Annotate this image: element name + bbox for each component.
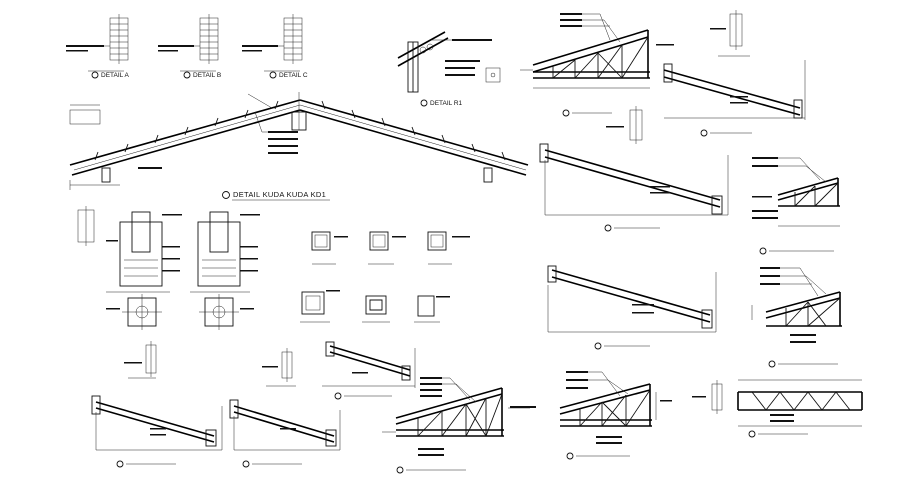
foundation-section-2 <box>190 211 260 293</box>
truss-top-right-a <box>520 13 674 89</box>
column-detail-top-right <box>710 10 750 57</box>
column-detail-center <box>262 348 296 387</box>
column-section-row-1 <box>311 231 470 265</box>
rafter-center-right <box>539 143 729 216</box>
detail-b-label: DETAIL B <box>193 72 221 79</box>
detail-a-marker: DETAIL A <box>91 71 129 79</box>
truss-bottom-center-marker <box>396 466 466 474</box>
detail-b-section <box>158 14 219 72</box>
rafter-top-right-marker <box>700 129 752 137</box>
truss-bottom-right-marker <box>566 452 630 460</box>
detail-c-section <box>242 14 303 72</box>
detail-r1-connection <box>397 31 501 93</box>
foundation-section-1 <box>77 206 182 293</box>
rafter-small-center-marker <box>334 392 392 400</box>
truss-small-right-b-marker <box>768 360 838 368</box>
column-detail-bottom-right <box>692 380 723 414</box>
truss-bottom-right <box>559 371 672 444</box>
detail-a-label: DETAIL A <box>101 72 129 79</box>
rafter-top-right <box>663 60 806 120</box>
detail-kuda-kuda-label: DETAIL KUDA KUDA KD1 <box>233 190 326 199</box>
detail-b-marker: DETAIL B <box>183 71 221 79</box>
detail-c-marker: DETAIL C <box>269 71 308 79</box>
detail-c-label: DETAIL C <box>279 72 308 79</box>
rafter-bottom-left-a <box>91 395 223 451</box>
pile-cap-plan-2 <box>199 294 254 330</box>
column-detail-mid-right <box>606 106 643 144</box>
truss-small-right-a-marker <box>759 247 834 255</box>
rafter-bottom-left-b <box>229 399 341 451</box>
rafter-center-right-marker <box>604 224 660 232</box>
flat-truss-bottom-right <box>737 379 863 427</box>
small-column-detail <box>124 341 157 379</box>
truss-small-right-a <box>752 157 840 227</box>
rafter-bottom-left-a-marker <box>116 460 176 468</box>
rafter-mid-right <box>547 265 717 333</box>
truss-top-right-a-marker <box>562 109 612 117</box>
rafter-bottom-left-b-marker <box>242 460 302 468</box>
detail-r1-label: DETAIL R1 <box>430 100 463 107</box>
main-roof-truss-kd1 <box>69 92 529 190</box>
column-section-row-2 <box>300 290 450 323</box>
truss-small-right-b <box>751 267 842 343</box>
rafter-mid-right-marker <box>594 342 650 350</box>
rafter-small-center <box>322 341 416 388</box>
flat-truss-marker <box>748 430 808 438</box>
pile-cap-plan-1 <box>106 294 162 330</box>
detail-r1-marker: DETAIL R1 <box>420 99 463 107</box>
truss-bottom-center <box>382 377 536 456</box>
detail-a-section <box>66 14 129 72</box>
detail-kuda-kuda-marker: DETAIL KUDA KUDA KD1 <box>222 190 330 201</box>
